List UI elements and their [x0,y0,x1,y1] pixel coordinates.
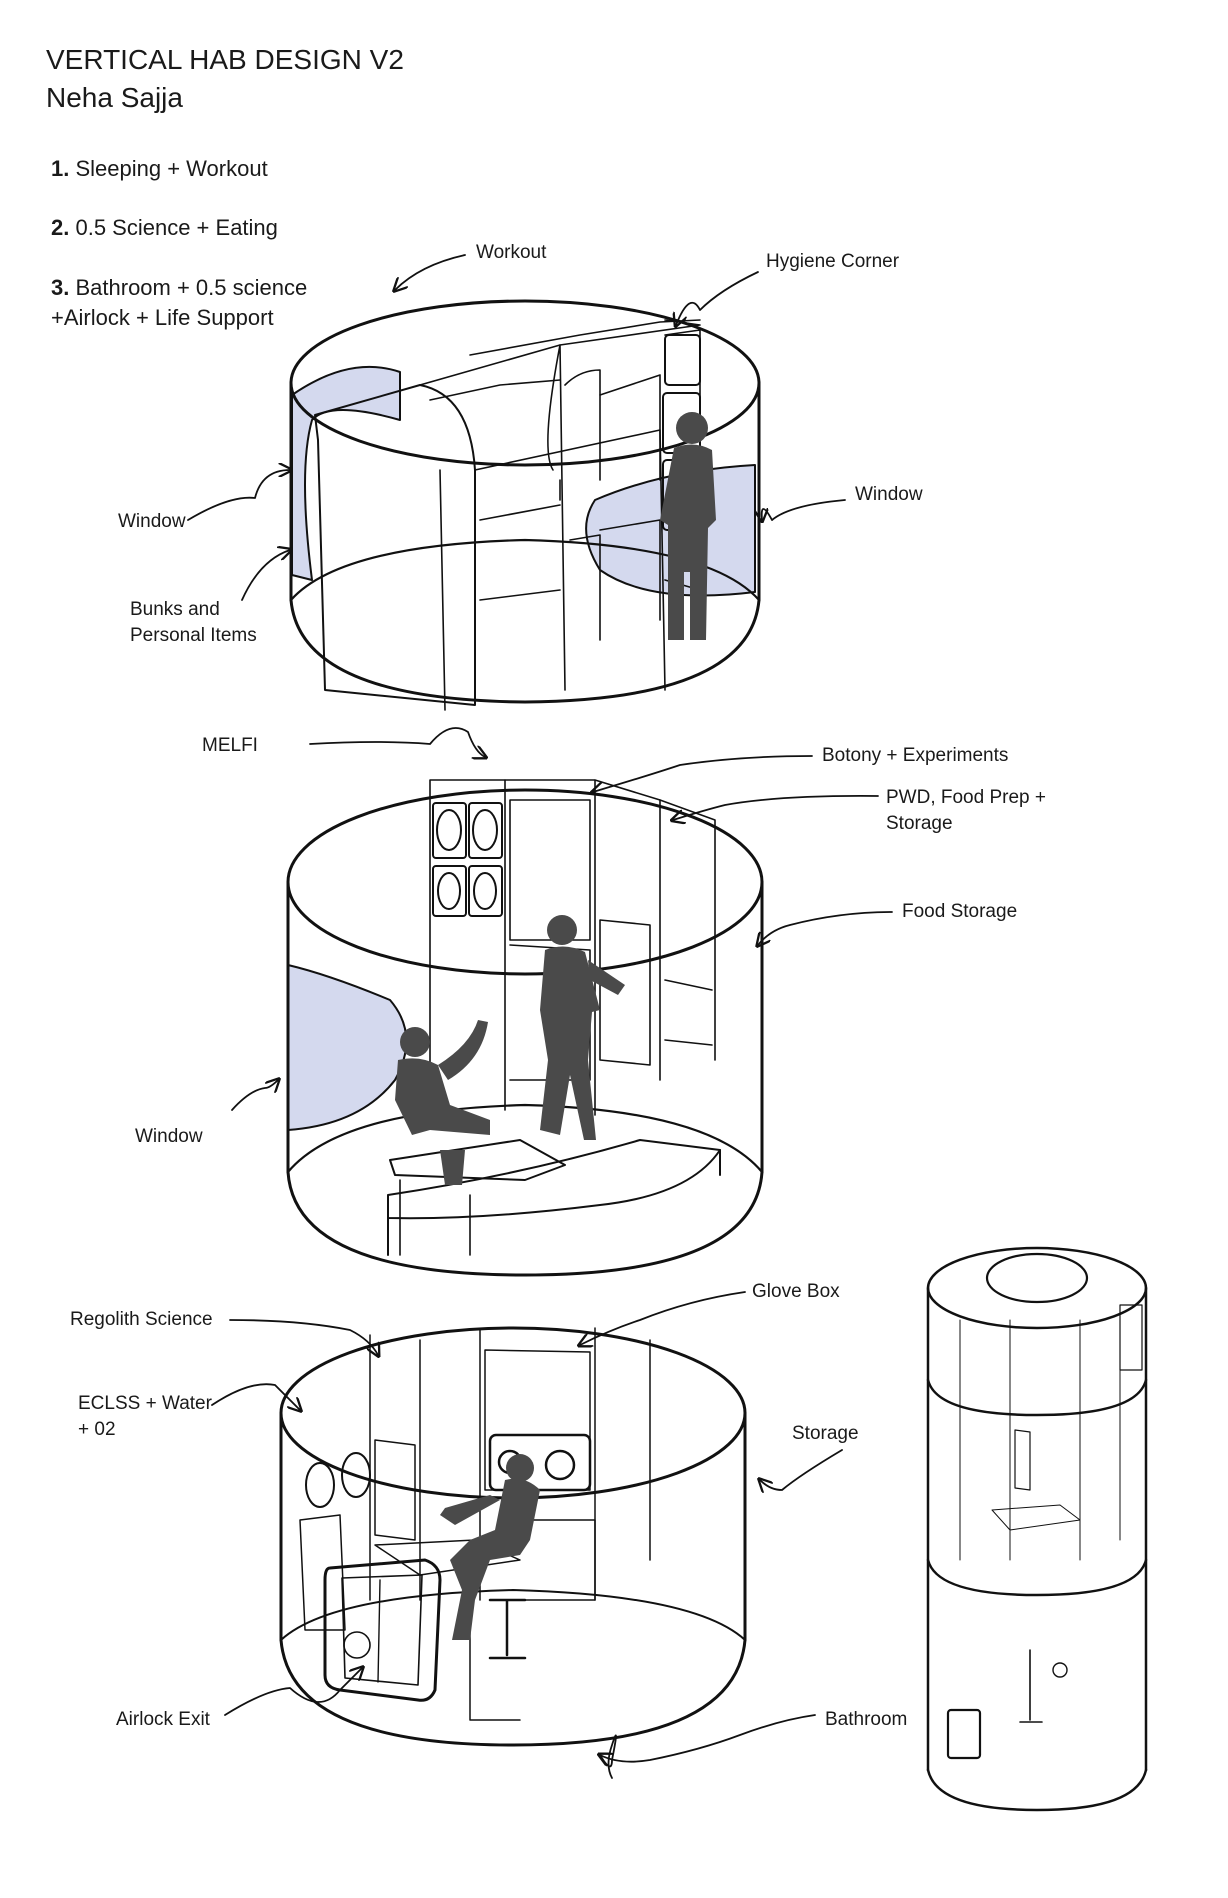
arrow-eclss [211,1383,300,1410]
label-workout: Workout [476,242,547,263]
bathroom-squiggle [599,1734,617,1779]
airlock-hatch [323,1558,442,1702]
level-3-text-cont: +Airlock + Life Support [51,305,274,330]
label-window-l1-left: Window [118,511,186,532]
label-glove-box: Glove Box [752,1281,840,1302]
window-l2 [287,964,408,1131]
page-title: VERTICAL HAB DESIGN V2 [46,44,404,75]
level-1-number: 1. [51,156,70,181]
l3-bottom-rim [279,1638,747,1747]
level-2-text: 0.5 Science + Eating [75,215,278,240]
level-2-number: 2. [51,215,70,240]
arrow-airlock [224,1668,362,1716]
author-name: Neha Sajja [46,82,183,113]
person-seated-l3 [440,1454,540,1640]
label-eclss-1: ECLSS + Water [78,1393,212,1414]
arrow-window-l1-right [762,499,846,520]
label-window-l2: Window [135,1126,203,1147]
arrow-bunks [241,550,290,601]
arrow-melfi [309,727,485,757]
person-standing-l2 [540,915,625,1140]
arrow-bathroom [600,1714,816,1762]
label-storage: Storage [792,1423,859,1444]
label-regolith: Regolith Science [70,1309,213,1330]
person-seated-l2 [395,1020,490,1185]
label-bunks-1: Bunks and [130,599,220,620]
label-pwd-1: PWD, Food Prep + [886,787,1046,808]
level-1-item: 1. Sleeping + Workout [51,154,268,184]
level-1-text: Sleeping + Workout [75,156,268,181]
window-l1-left [291,365,401,581]
l2-bottom-rim [286,1170,764,1277]
arrow-pwd [673,795,879,820]
level-2-module [286,779,764,1277]
label-melfi: MELFI [202,735,258,756]
melfi-portholes [432,802,503,917]
level-2-item: 2. 0.5 Science + Eating [51,213,278,243]
arrow-storage [760,1449,843,1490]
arrow-botony [593,755,813,792]
label-bunks-2: Personal Items [130,625,257,646]
level-1-module [289,299,761,711]
bunk-block [314,319,701,711]
arrow-glove-box [580,1291,746,1345]
stool [488,1598,527,1660]
label-pwd-2: Storage [886,813,953,834]
label-hygiene-corner: Hygiene Corner [766,251,900,272]
person-figure-l1 [660,412,716,640]
l3-portholes [305,1452,371,1508]
label-window-l1-right: Window [855,484,923,505]
arrow-regolith [229,1319,378,1355]
level-3-item: 3. Bathroom + 0.5 science [51,273,307,303]
arrow-window-l2 [231,1080,278,1111]
l3-wall-units [299,1327,651,1721]
level-3-module [279,1326,747,1747]
l2-table-bench [387,1139,721,1256]
stacked-hab-overview [926,1246,1148,1812]
label-airlock-exit: Airlock Exit [116,1709,210,1730]
level-3-text: Bathroom + 0.5 science [75,275,308,300]
arrow-hygiene [676,271,759,325]
arrow-window-l1-left [187,470,290,521]
label-bathroom: Bathroom [825,1709,908,1730]
arrow-workout [395,254,466,290]
label-botony: Botony + Experiments [822,745,1009,766]
label-eclss-2: + 02 [78,1419,116,1440]
arrow-food-storage [758,911,893,945]
label-food-storage: Food Storage [902,901,1018,922]
level-3-number: 3. [51,275,70,300]
l1-bottom-rim [289,598,761,704]
leader-arrows [187,254,893,1779]
